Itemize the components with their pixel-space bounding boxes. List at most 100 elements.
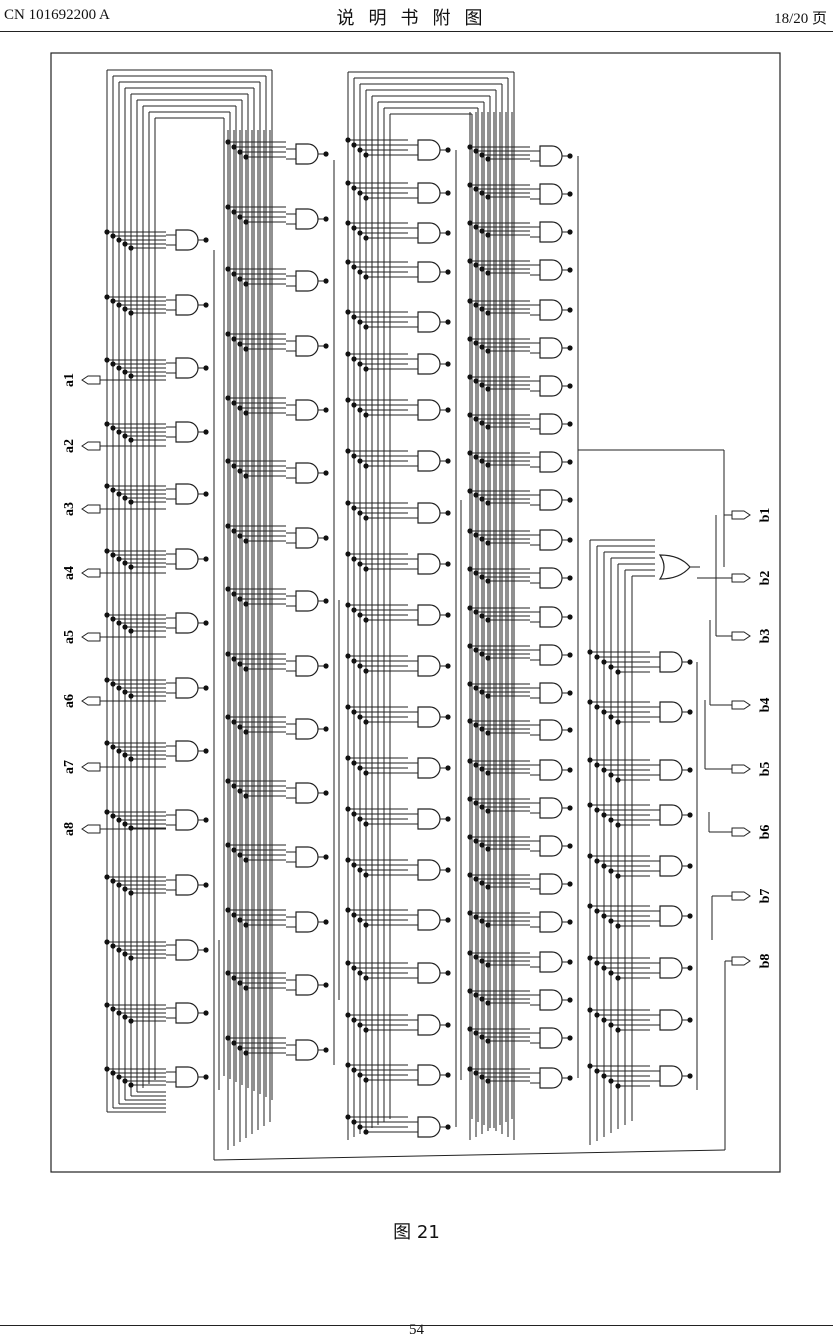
junction-dot [479, 804, 484, 809]
junction-dot [203, 817, 208, 822]
junction-dot [467, 605, 472, 610]
junction-dot [110, 744, 115, 749]
and-gate [176, 875, 198, 895]
junction-dot [363, 274, 368, 279]
junction-dot [122, 495, 127, 500]
junction-dot [485, 922, 490, 927]
junction-dot [323, 982, 328, 987]
junction-dot [363, 872, 368, 877]
junction-dot [231, 656, 236, 661]
junction-dot [445, 1072, 450, 1077]
junction-dot [237, 149, 242, 154]
junction-dot [467, 182, 472, 187]
junction-dot [122, 433, 127, 438]
junction-dot [608, 868, 613, 873]
junction-dot [323, 790, 328, 795]
junction-dot [587, 757, 592, 762]
and-gate [540, 414, 562, 434]
junction-dot [110, 616, 115, 621]
junction-dot [687, 863, 692, 868]
junction-dot [467, 336, 472, 341]
and-gate [540, 720, 562, 740]
junction-dot [323, 343, 328, 348]
junction-dot [485, 846, 490, 851]
junction-dot [587, 853, 592, 858]
junction-dot [479, 1034, 484, 1039]
and-gate [540, 798, 562, 818]
junction-dot [104, 740, 109, 745]
junction-dot [615, 1083, 620, 1088]
junction-dot [351, 356, 356, 361]
junction-dot [351, 264, 356, 269]
junction-dot [615, 669, 620, 674]
or-gate [660, 555, 690, 579]
junction-dot [567, 307, 572, 312]
junction-dot [594, 858, 599, 863]
junction-dot [587, 649, 592, 654]
junction-dot [445, 1124, 450, 1129]
junction-dot [237, 468, 242, 473]
junction-dot [357, 816, 362, 821]
junction-dot [445, 190, 450, 195]
junction-dot [687, 659, 692, 664]
junction-dot [479, 651, 484, 656]
junction-dot [467, 872, 472, 877]
junction-dot [615, 873, 620, 878]
junction-dot [485, 310, 490, 315]
and-gate [418, 312, 440, 332]
junction-dot [345, 857, 350, 862]
junction-dot [485, 770, 490, 775]
and-gate [540, 146, 562, 166]
junction-dot [323, 470, 328, 475]
junction-dot [345, 755, 350, 760]
junction-dot [323, 1047, 328, 1052]
junction-dot [351, 505, 356, 510]
junction-dot [104, 483, 109, 488]
junction-dot [473, 262, 478, 267]
junction-dot [608, 1022, 613, 1027]
junction-dot [467, 298, 472, 303]
junction-dot [479, 766, 484, 771]
junction-dot [479, 306, 484, 311]
junction-dot [351, 1017, 356, 1022]
junction-dot [110, 681, 115, 686]
junction-dot [243, 346, 248, 351]
junction-dot [473, 340, 478, 345]
junction-dot [231, 463, 236, 468]
junction-dot [128, 564, 133, 569]
junction-dot [351, 1067, 356, 1072]
junction-dot [203, 1010, 208, 1015]
junction-dot [687, 709, 692, 714]
junction-dot [243, 793, 248, 798]
junction-dot [479, 1074, 484, 1079]
junction-dot [116, 1074, 121, 1079]
junction-dot [122, 886, 127, 891]
junction-dot [567, 459, 572, 464]
junction-dot [128, 1018, 133, 1023]
junction-dot [567, 652, 572, 657]
junction-dot [567, 153, 572, 158]
junction-dot [122, 306, 127, 311]
and-gate [660, 1010, 682, 1030]
junction-dot [323, 854, 328, 859]
junction-dot [473, 492, 478, 497]
junction-dot [594, 960, 599, 965]
junction-dot [122, 821, 127, 826]
junction-dot [479, 496, 484, 501]
junction-dot [351, 185, 356, 190]
and-gate [296, 144, 318, 164]
junction-dot [231, 271, 236, 276]
junction-dot [363, 1027, 368, 1032]
junction-dot [473, 992, 478, 997]
and-gate [418, 1015, 440, 1035]
and-gate [296, 975, 318, 995]
and-gate [660, 1066, 682, 1086]
and-gate [176, 613, 198, 633]
junction-dot [225, 1035, 230, 1040]
and-gate [296, 1040, 318, 1060]
junction-dot [479, 880, 484, 885]
junction-dot [345, 704, 350, 709]
junction-dot [203, 748, 208, 753]
junction-dot [687, 965, 692, 970]
and-gate [176, 741, 198, 761]
